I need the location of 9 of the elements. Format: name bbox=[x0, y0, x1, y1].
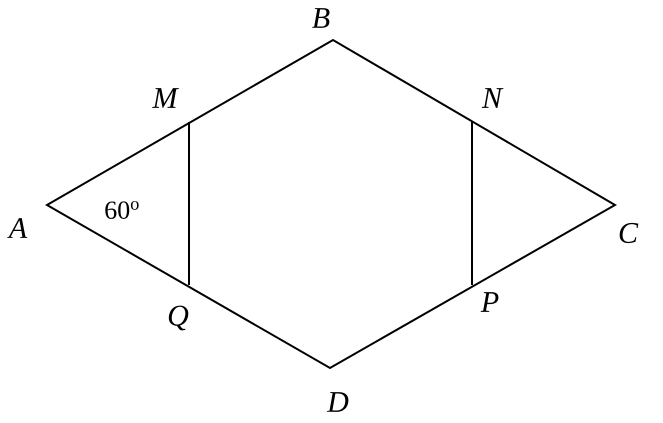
point-label: B bbox=[312, 8, 330, 28]
point-label: Q bbox=[168, 306, 188, 330]
point-label: P bbox=[480, 292, 498, 312]
point-label: D bbox=[326, 392, 348, 412]
point-label: C bbox=[620, 222, 638, 244]
point-label: A bbox=[7, 218, 28, 238]
point-label: N bbox=[482, 88, 504, 108]
point-label: M bbox=[152, 88, 179, 108]
angle-label: 60$^{o}$ bbox=[105, 201, 139, 219]
